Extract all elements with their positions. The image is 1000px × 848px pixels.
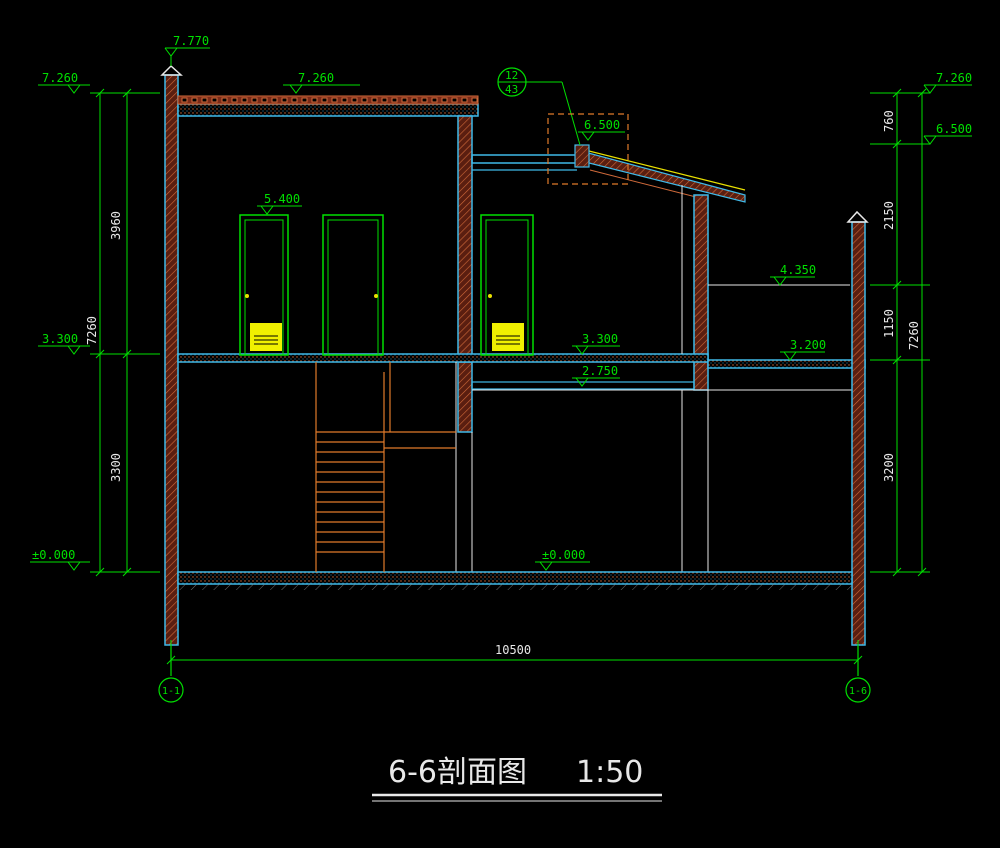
roof-tile: [261, 97, 268, 103]
door-1: [239, 214, 289, 356]
level-markers: [30, 47, 972, 571]
roof-tile: [341, 97, 348, 103]
gutter-block: [574, 144, 590, 168]
left-wall: [164, 74, 179, 646]
axis-right-label: 1-6: [849, 686, 867, 697]
level-beam: 2.750: [582, 364, 618, 378]
dim-right-total: 7260: [907, 321, 921, 350]
upper-right-wall: [457, 115, 473, 357]
drawing-title: 6-6剖面图: [388, 755, 527, 790]
lower-mid-wall: [457, 361, 473, 433]
terrace-slab: [707, 359, 866, 369]
staircase: [315, 362, 456, 572]
roof-tile: [351, 97, 358, 103]
dim-left-lower: 3300: [109, 453, 123, 482]
second-floor-slab: [177, 353, 709, 363]
ground-fill: [178, 584, 852, 590]
right-wall: [851, 221, 866, 646]
roof-tile: [291, 97, 298, 103]
level-floor2-mid: 3.300: [582, 332, 618, 346]
level-canopy-right: 6.500: [936, 122, 972, 136]
roof-tile: [421, 97, 428, 103]
roof-tile: [381, 97, 388, 103]
level-top-ridge: 7.770: [173, 34, 209, 48]
roof-tile: [211, 97, 218, 103]
callout-sheet: 43: [505, 83, 518, 96]
dim-right-d1: 760: [882, 110, 896, 132]
roof-tile: [331, 97, 338, 103]
sloped-roof: [576, 149, 746, 203]
roof-tile: [371, 97, 378, 103]
roof-tiles: [177, 95, 479, 105]
dim-right-d4: 3200: [882, 453, 896, 482]
roof-tile: [401, 97, 408, 103]
door-3-panel: [492, 323, 524, 351]
roof-tile: [301, 97, 308, 103]
roof-tile: [451, 97, 458, 103]
roof-tile: [391, 97, 398, 103]
roof-tile: [471, 97, 478, 103]
building-section: [160, 64, 869, 646]
door-3: [480, 214, 534, 356]
roof-tile: [461, 97, 468, 103]
roof-tile: [271, 97, 278, 103]
level-terrace-rail: 4.350: [780, 263, 816, 277]
roof-tile: [311, 97, 318, 103]
left-parapet-cap: [160, 64, 183, 76]
roof-tile: [251, 97, 258, 103]
dim-right-d3: 1150: [882, 309, 896, 338]
roof-tile: [181, 97, 188, 103]
detail-callout: [497, 67, 629, 185]
level-door-head: 5.400: [264, 192, 300, 206]
dimensions-left: [90, 88, 160, 577]
roof-tile: [231, 97, 238, 103]
roof-tile: [361, 97, 368, 103]
roof-tile: [201, 97, 208, 103]
level-floor2-left: 3.300: [42, 332, 78, 346]
dim-left-total: 7260: [85, 316, 99, 345]
roof-tile: [241, 97, 248, 103]
axis-bubbles: [158, 645, 871, 703]
dim-left-upper: 3960: [109, 211, 123, 240]
level-roof-left: 7.260: [42, 71, 78, 85]
door-1-panel: [250, 323, 282, 351]
right-parapet-cap: [846, 210, 869, 223]
beam: [471, 381, 695, 390]
roof-tile: [441, 97, 448, 103]
drawing-scale: 1:50: [576, 755, 643, 790]
level-ground-left: ±0.000: [32, 548, 75, 562]
level-terrace: 3.200: [790, 338, 826, 352]
roof-tile: [321, 97, 328, 103]
roof-tile: [191, 97, 198, 103]
level-roof-mid: 7.260: [298, 71, 334, 85]
roof-slab: [177, 103, 479, 117]
ground-slab: [177, 571, 853, 585]
doors: [239, 214, 534, 356]
dimensions-right: [870, 88, 930, 577]
level-ground-mid: ±0.000: [542, 548, 585, 562]
dim-bottom-total: 10500: [495, 643, 531, 657]
level-roof-right: 7.260: [936, 71, 972, 85]
canopy-slab: [471, 154, 578, 164]
callout-number: 12: [505, 69, 518, 82]
roof-tile: [281, 97, 288, 103]
level-canopy: 6.500: [584, 118, 620, 132]
roof-tile: [431, 97, 438, 103]
axis-left-label: 1-1: [162, 686, 180, 697]
roof-tile: [221, 97, 228, 103]
door-2: [322, 214, 384, 356]
roof-tile: [411, 97, 418, 103]
dim-right-d2: 2150: [882, 201, 896, 230]
